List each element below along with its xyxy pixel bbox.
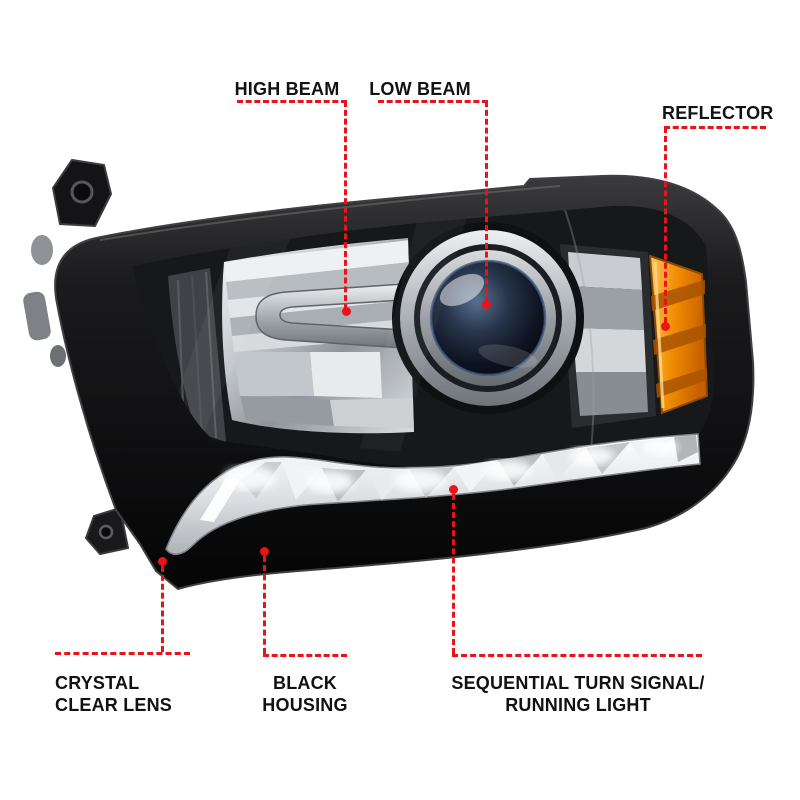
sequential-turn-signal-leader-line-h [452, 654, 702, 657]
crystal-clear-lens-label-line1: CRYSTAL [55, 673, 140, 693]
amber-side-reflector [648, 254, 709, 415]
crystal-clear-lens-marker-dot [158, 557, 167, 566]
sequential-turn-signal-label: SEQUENTIAL TURN SIGNAL/ RUNNING LIGHT [450, 672, 706, 716]
high-beam-label: HIGH BEAM [234, 79, 340, 99]
led-light-strip [165, 433, 701, 555]
crystal-clear-lens-label-line2: CLEAR LENS [55, 695, 173, 715]
low-beam-label: LOW BEAM [369, 79, 471, 99]
mounting-bracket-bottom-left [84, 506, 130, 556]
reflector-marker-dot [661, 322, 670, 331]
led-glow [224, 439, 678, 493]
low-beam-leader-line-v [485, 101, 488, 302]
black-housing-marker-dot [260, 547, 269, 556]
black-housing-label-line2: HOUSING [262, 695, 348, 715]
housing-edge-highlight [99, 185, 561, 241]
high-beam-marker-dot [342, 307, 351, 316]
projector-side-facets [560, 244, 656, 428]
sequential-turn-signal-leader-line-v [452, 494, 455, 654]
high-beam-leader-line-h [237, 100, 347, 103]
black-housing-label: BLACK HOUSING [260, 672, 350, 716]
black-housing-leader-line-h [263, 654, 347, 657]
lens-seam [168, 205, 595, 463]
sequential-turn-signal-marker-dot [449, 485, 458, 494]
left-adjuster-hardware [23, 235, 66, 367]
high-beam-leader-line-v [344, 101, 347, 310]
high-beam-reflector [222, 238, 414, 434]
low-beam-marker-dot [482, 300, 491, 309]
low-beam-leader-line-h [378, 100, 488, 103]
crystal-clear-lens-leader-line-h [55, 652, 190, 655]
reflector-leader-line-v [664, 127, 667, 323]
low-beam-projector [392, 222, 584, 414]
black-housing-label-line1: BLACK [273, 673, 337, 693]
reflector-label: REFLECTOR [662, 103, 774, 123]
crystal-clear-lens-leader-line-v [161, 566, 164, 652]
crystal-clear-lens-label: CRYSTAL CLEAR LENS [55, 672, 172, 716]
mounting-tab-top-left [51, 158, 113, 228]
black-housing-leader-line-v [263, 556, 266, 654]
sequential-turn-signal-label-line2: RUNNING LIGHT [505, 695, 651, 715]
sequential-turn-signal-label-line1: SEQUENTIAL TURN SIGNAL/ [451, 673, 705, 693]
reflector-leader-line-h [664, 126, 766, 129]
